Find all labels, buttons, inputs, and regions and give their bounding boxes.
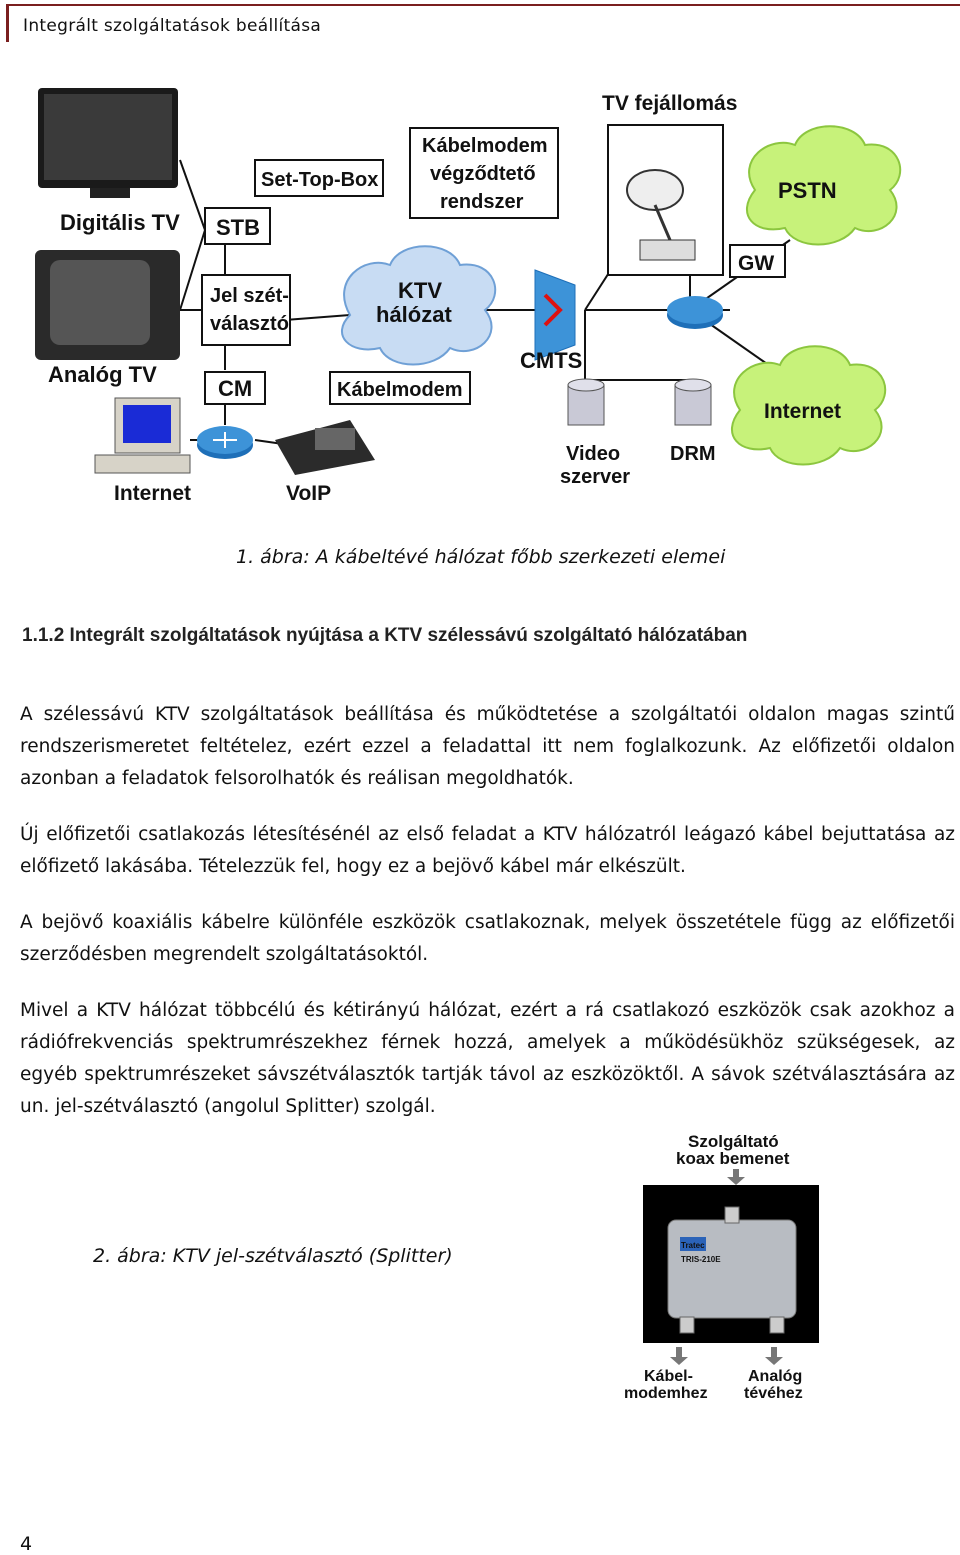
paragraph-3: A bejövő koaxiális kábelre különféle esz… bbox=[20, 911, 955, 965]
cmts-icon bbox=[534, 269, 576, 361]
gateway-router-icon bbox=[667, 296, 723, 329]
splitter-br-label-1: Analóg bbox=[748, 1368, 802, 1385]
internet-cloud-label: Internet bbox=[764, 400, 841, 423]
kabelmodem-callout bbox=[329, 371, 471, 405]
figure2-caption: 2. ábra: KTV jel-szétválasztó (Splitter) bbox=[93, 1245, 453, 1267]
kv-label-2: végződtető bbox=[430, 163, 536, 185]
internet-cloud-icon bbox=[730, 345, 887, 466]
drm-icon bbox=[674, 378, 712, 426]
router-icon bbox=[197, 426, 253, 459]
voip-phone-icon bbox=[275, 420, 375, 475]
page-number: 4 bbox=[20, 1533, 33, 1555]
satellite-dish-icon bbox=[626, 169, 696, 261]
tv-headend-label: TV fejállomás bbox=[602, 92, 737, 115]
splitter-output-connector-2 bbox=[769, 1316, 785, 1334]
internet-pc-label: Internet bbox=[114, 482, 191, 505]
splitter-output-connector-1 bbox=[679, 1316, 695, 1334]
header-title: Integrált szolgáltatások beállítása bbox=[23, 16, 322, 36]
analog-tv-label: Analóg TV bbox=[48, 362, 157, 387]
gw-label: GW bbox=[738, 252, 774, 275]
splitter-top-label-1: Szolgáltató bbox=[688, 1132, 779, 1151]
paragraph-4: Mivel a KTV hálózat többcélú és kétirány… bbox=[20, 999, 955, 1117]
analog-tv-icon bbox=[35, 250, 180, 360]
stb-box bbox=[204, 207, 271, 245]
digital-tv-label: Digitális TV bbox=[60, 210, 180, 235]
paragraph-1: A szélessávú KTV szolgáltatások beállítá… bbox=[20, 703, 955, 789]
ktv-network-diagram: Digitális TV Analóg TV STB Set-Top-Box J… bbox=[35, 88, 902, 505]
kv-label-3: rendszer bbox=[440, 191, 524, 213]
splitter-br-label-2: tévéhez bbox=[744, 1385, 803, 1402]
splitter-box bbox=[201, 274, 291, 346]
set-top-box-callout bbox=[254, 159, 384, 197]
splitter-device bbox=[667, 1219, 797, 1319]
splitter-bl-label-2: modemhez bbox=[624, 1385, 708, 1402]
splitter-figure: Szolgáltató koax bemenet Tratec TRIS-210… bbox=[624, 1132, 819, 1402]
drm-label: DRM bbox=[670, 443, 716, 465]
digital-tv-icon bbox=[38, 88, 178, 198]
video-server-icon bbox=[567, 378, 605, 426]
pstn-label: PSTN bbox=[778, 178, 837, 203]
splitter-brand-badge bbox=[680, 1237, 706, 1251]
splitter-label-1: Jel szét- bbox=[210, 285, 289, 307]
kv-label-1: Kábelmodem bbox=[422, 135, 548, 157]
ktv-label-1: KTV bbox=[398, 278, 442, 303]
splitter-label-2: választó bbox=[210, 313, 289, 335]
splitter-input-connector bbox=[724, 1206, 740, 1224]
splitter-bl-label-1: Kábel- bbox=[644, 1368, 693, 1385]
video-server-label-1: Video bbox=[566, 443, 620, 465]
splitter-top-label-2: koax bemenet bbox=[676, 1149, 790, 1168]
arrow-down-icon bbox=[765, 1347, 783, 1365]
cm-label: CM bbox=[218, 376, 252, 401]
cmts-callout bbox=[409, 127, 559, 219]
ktv-cloud-icon bbox=[340, 245, 497, 366]
cm-box bbox=[204, 371, 266, 405]
section-title: 1.1.2 Integrált szolgáltatások nyújtása … bbox=[22, 625, 748, 646]
arrow-down-icon bbox=[727, 1169, 745, 1185]
pstn-cloud-icon bbox=[745, 125, 902, 246]
set-top-box-label: Set-Top-Box bbox=[261, 169, 378, 191]
computer-icon bbox=[94, 397, 191, 474]
figure1-caption: 1. ábra: A kábeltévé hálózat főbb szerke… bbox=[236, 546, 726, 568]
stb-label: STB bbox=[216, 215, 260, 240]
page-header: Integrált szolgáltatások beállítása bbox=[6, 4, 960, 42]
voip-label: VoIP bbox=[286, 482, 331, 505]
cmts-label: CMTS bbox=[520, 348, 582, 373]
kabelmodem-label: Kábelmodem bbox=[337, 379, 463, 401]
video-server-label-2: szerver bbox=[560, 466, 630, 488]
gw-box bbox=[729, 244, 786, 278]
splitter-model: TRIS-210E bbox=[681, 1255, 721, 1264]
splitter-brand: Tratec bbox=[681, 1241, 705, 1250]
paragraph-2: Új előfizetői csatlakozás létesítésénél … bbox=[20, 823, 955, 877]
ktv-label-2: hálózat bbox=[376, 302, 452, 327]
arrow-down-icon bbox=[670, 1347, 688, 1365]
